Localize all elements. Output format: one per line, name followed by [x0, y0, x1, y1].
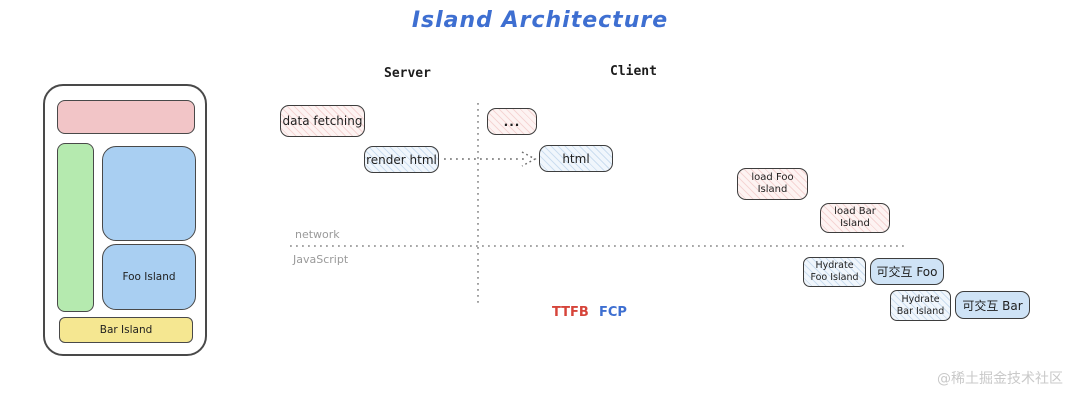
box-hydrate-bar-island: Hydrate Bar Island — [890, 290, 951, 321]
box-load-foo-line2: Island — [757, 184, 788, 195]
box-render-html: render html — [364, 146, 439, 173]
box-load-bar-island: load Bar Island — [820, 203, 890, 233]
box-interactive-foo: 可交互 Foo — [870, 258, 944, 285]
box-hydrate-bar-line1: Hydrate — [901, 293, 940, 305]
column-label-server: Server — [384, 66, 431, 81]
box-hydrate-foo-line2: Foo Island — [810, 272, 859, 283]
box-ellipsis: ... — [487, 108, 537, 135]
wireframe-bar-island-block: Bar Island — [59, 317, 193, 343]
lane-label-javascript: JavaScript — [293, 253, 349, 266]
box-load-bar-line1: load Bar — [834, 205, 876, 217]
watermark: @稀土掘金技术社区 — [937, 371, 1063, 387]
lane-label-network: network — [295, 228, 340, 241]
box-interactive-bar-label: 可交互 Bar — [962, 298, 1023, 313]
box-interactive-foo-label: 可交互 Foo — [876, 265, 938, 279]
column-label-client: Client — [610, 64, 657, 79]
wireframe-bar-island-label: Bar Island — [99, 324, 153, 336]
box-interactive-bar: 可交互 Bar — [955, 291, 1030, 319]
box-ellipsis-label: ... — [503, 114, 521, 129]
metric-fcp: FCP — [599, 305, 627, 320]
wireframe-foo-island-label: Foo Island — [122, 271, 176, 283]
wireframe-content-block — [102, 146, 196, 241]
wireframe-sidebar-block — [57, 143, 94, 312]
metric-ttfb: TTFB — [552, 305, 589, 320]
box-html: html — [539, 145, 613, 172]
wireframe-foo-island-block: Foo Island — [102, 244, 196, 310]
render-to-html-arrow — [444, 151, 537, 167]
box-load-bar-line2: Island — [840, 218, 870, 229]
box-data-fetching: data fetching — [280, 105, 365, 137]
box-data-fetching-label: data fetching — [282, 114, 363, 128]
box-html-label: html — [562, 151, 590, 166]
box-render-html-label: render html — [366, 152, 437, 167]
wireframe-header-block — [57, 100, 195, 134]
box-load-foo-line1: load Foo — [751, 171, 794, 183]
diagram-title: Island Architecture — [411, 8, 669, 33]
box-hydrate-foo-line1: Hydrate — [815, 260, 854, 272]
box-hydrate-foo-island: Hydrate Foo Island — [803, 257, 866, 287]
box-load-foo-island: load Foo Island — [737, 168, 808, 200]
box-hydrate-bar-line2: Bar Island — [896, 305, 945, 317]
